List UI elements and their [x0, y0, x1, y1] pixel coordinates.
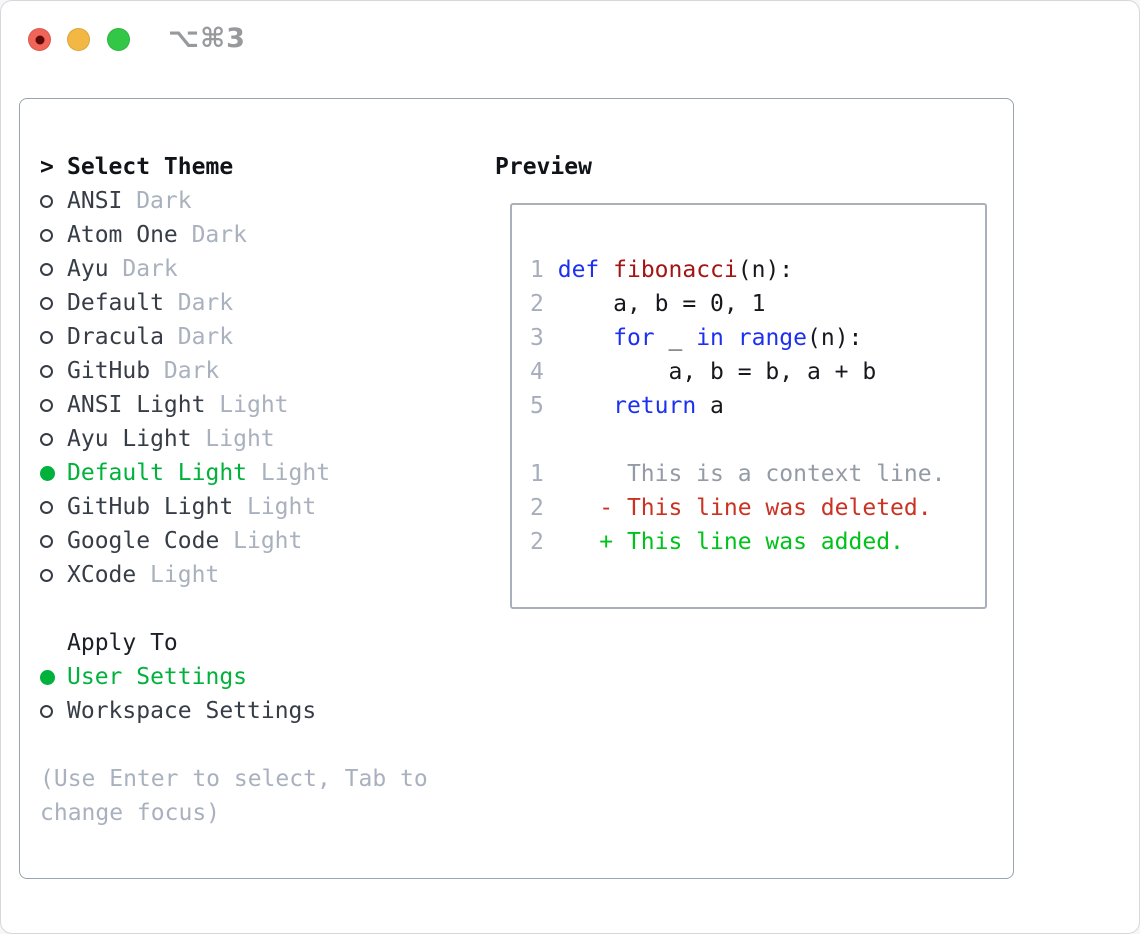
theme-name: Dracula — [67, 324, 164, 350]
radio-selected-icon — [40, 669, 67, 685]
radio-icon — [40, 704, 67, 718]
theme-option-xcode[interactable]: XCode Light — [40, 558, 428, 592]
theme-variant-tag: Dark — [191, 222, 247, 248]
blank-code-line — [530, 423, 945, 457]
zoom-button[interactable] — [107, 28, 130, 51]
code-line: 1 def fibonacci(n): — [530, 257, 794, 283]
apply-to-header: Apply To — [40, 626, 428, 660]
diff-added-line: 2 + This line was added. — [530, 529, 904, 555]
radio-icon — [40, 500, 67, 514]
radio-icon — [40, 296, 67, 310]
theme-option-ansi[interactable]: ANSI Dark — [40, 184, 428, 218]
close-button[interactable] — [28, 28, 51, 51]
section-title: Select Theme — [67, 154, 234, 180]
theme-variant-tag: Light — [233, 528, 303, 554]
theme-variant-tag: Light — [219, 392, 289, 418]
radio-icon — [40, 568, 67, 582]
spacer-row — [40, 592, 428, 626]
apply-option-user-settings[interactable]: User Settings — [40, 660, 428, 694]
theme-option-google-code[interactable]: Google Code Light — [40, 524, 428, 558]
theme-name: ANSI Light — [67, 392, 206, 418]
diff-deleted-line: 2 - This line was deleted. — [530, 495, 932, 521]
window-shortcut-label: ⌥⌘3 — [168, 23, 246, 54]
theme-variant-tag: Light — [260, 460, 331, 486]
minimize-button[interactable] — [67, 28, 90, 51]
hint-text-line-1: (Use Enter to select, Tab to — [40, 766, 428, 792]
theme-option-ansi-light[interactable]: ANSI Light Light — [40, 388, 428, 422]
theme-name: Ayu — [67, 256, 109, 282]
radio-icon — [40, 432, 67, 446]
theme-option-default-light[interactable]: Default Light Light — [40, 456, 428, 490]
theme-name: GitHub — [67, 358, 151, 384]
code-line: 5 return a — [530, 393, 724, 419]
radio-icon — [40, 364, 67, 378]
theme-variant-tag: Light — [150, 562, 220, 588]
radio-icon — [40, 534, 67, 548]
theme-option-github[interactable]: GitHub Dark — [40, 354, 428, 388]
theme-variant-tag: Dark — [177, 290, 234, 316]
theme-name: Default Light — [67, 460, 248, 486]
theme-variant-tag: Dark — [122, 256, 178, 282]
theme-name: Google Code — [67, 528, 220, 554]
radio-icon — [40, 262, 67, 276]
theme-option-dracula[interactable]: Dracula Dark — [40, 320, 428, 354]
apply-option-workspace-settings[interactable]: Workspace Settings — [40, 694, 428, 728]
preview-code: 1 def fibonacci(n): 2 a, b = 0, 1 3 for _ … — [530, 253, 945, 559]
code-line: 2 a, b = 0, 1 — [530, 291, 766, 317]
theme-option-ayu[interactable]: Ayu Dark — [40, 252, 428, 286]
theme-name: GitHub Light — [67, 494, 234, 520]
radio-selected-icon — [40, 465, 67, 481]
theme-variant-tag: Light — [205, 426, 275, 452]
theme-variant-tag: Dark — [177, 324, 234, 350]
theme-option-ayu-light[interactable]: Ayu Light Light — [40, 422, 428, 456]
section-title: Apply To — [67, 630, 178, 656]
radio-icon — [40, 398, 67, 412]
unsaved-changes-dot-icon — [35, 35, 44, 44]
theme-variant-tag: Dark — [163, 358, 220, 384]
radio-icon — [40, 194, 67, 208]
select-theme-header: > Select Theme — [40, 150, 428, 184]
spacer-row — [40, 728, 428, 762]
prompt-glyph: > — [40, 154, 54, 180]
diff-context-line: 1 This is a context line. — [530, 461, 946, 487]
theme-name: Atom One — [67, 222, 178, 248]
preview-heading: Preview — [495, 154, 592, 180]
preview-box: 1 def fibonacci(n): 2 a, b = 0, 1 3 for _ … — [510, 203, 987, 609]
focus-prompt: > — [40, 154, 67, 180]
theme-option-default[interactable]: Default Dark — [40, 286, 428, 320]
theme-variant-tag: Dark — [136, 188, 192, 214]
hint-text-line-2: change focus) — [40, 800, 221, 826]
theme-name: ANSI — [67, 188, 123, 214]
theme-option-atom-one[interactable]: Atom One Dark — [40, 218, 428, 252]
radio-icon — [40, 330, 67, 344]
theme-option-github-light[interactable]: GitHub Light Light — [40, 490, 428, 524]
theme-name: Ayu Light — [67, 426, 192, 452]
apply-option-name: Workspace Settings — [67, 698, 317, 724]
code-line: 4 a, b = b, a + b — [530, 359, 877, 385]
theme-name: XCode — [67, 562, 137, 588]
apply-option-name: User Settings — [67, 664, 248, 690]
code-line: 3 for _ in range(n): — [530, 325, 863, 351]
theme-name: Default — [67, 290, 164, 316]
theme-variant-tag: Light — [246, 494, 317, 520]
radio-icon — [40, 228, 67, 242]
